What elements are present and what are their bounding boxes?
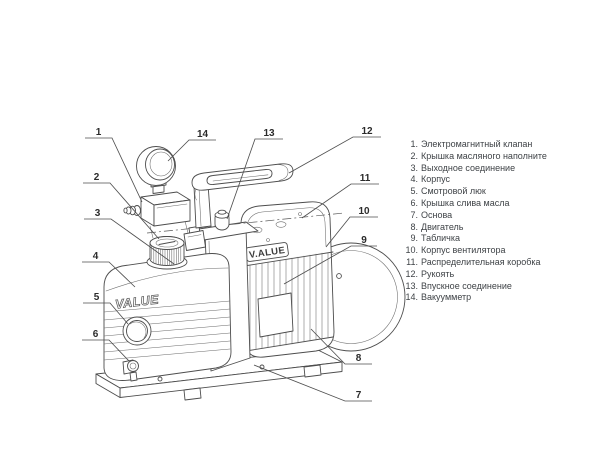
part-base <box>95 349 343 401</box>
callout-3-num: 3 <box>95 208 101 219</box>
fan-housing-bolt <box>336 273 342 279</box>
valve-barb-fitting <box>123 205 141 216</box>
callout-4-num: 4 <box>93 251 99 262</box>
part-oil-fill-cap <box>146 236 188 270</box>
part-handle <box>191 163 294 229</box>
legend-item: 1.Электромагнитный клапан <box>400 139 547 151</box>
legend-item-label: Вакуумметр <box>421 292 472 303</box>
legend-item-label: Рукоять <box>421 268 455 279</box>
legend-item-label: Электромагнитный клапан <box>421 139 533 149</box>
part-motor: V.ALUE <box>240 201 342 358</box>
callout-1: 1 <box>85 127 143 203</box>
callout-2-num: 2 <box>94 172 100 183</box>
callout-12-num: 12 <box>361 126 373 137</box>
legend-item: 13.Впускное соединение <box>400 281 547 293</box>
legend-item: 11.Распределительная коробка <box>400 257 547 269</box>
legend-item: 10.Корпус вентилятора <box>400 245 547 257</box>
callout-14: 14 <box>167 129 216 162</box>
part-outlet-connection <box>183 225 206 251</box>
legend-item-label: Корпус <box>421 174 451 185</box>
legend-item-label: Смотровой люк <box>421 186 486 197</box>
legend-item-num: 7. <box>410 209 418 220</box>
legend-item-label: Выходное соединение <box>421 162 516 173</box>
legend-item: 2.Крышка масляного наполните <box>400 150 547 163</box>
base-foot <box>183 387 202 401</box>
part-oil-drain-cap <box>122 359 139 382</box>
motor-logo-text: V.ALUE <box>248 245 286 261</box>
legend-item: 7.Основа <box>400 210 547 222</box>
legend-item: 14.Вакуумметр <box>400 292 547 304</box>
callout-8-num: 8 <box>356 353 362 364</box>
legend-item-num: 11. <box>406 256 418 267</box>
legend-item-label: Табличка <box>421 233 460 244</box>
legend-item-num: 8. <box>410 221 418 232</box>
callout-6: 6 <box>82 329 130 362</box>
legend-item: 3.Выходное соединение <box>400 163 547 175</box>
legend-item-label: Впускное соединение <box>421 280 512 291</box>
legend-item: 4.Корпус <box>400 174 547 186</box>
legend-item-num: 2. <box>410 150 418 161</box>
callout-9: 9 <box>283 235 377 285</box>
legend-item-label: Крышка слива масла <box>421 197 510 208</box>
part-sight-glass <box>122 316 152 346</box>
part-inlet-connection <box>214 209 230 231</box>
motor-brand-badge: V.ALUE <box>245 242 289 262</box>
legend-item: 5.Смотровой люк <box>400 186 547 198</box>
legend-item-num: 12. <box>405 268 418 279</box>
callout-9-num: 9 <box>361 235 367 246</box>
part-nameplate <box>257 292 294 338</box>
callout-13: 13 <box>226 128 283 220</box>
legend-item-num: 10. <box>405 245 418 256</box>
legend-item-num: 13. <box>405 280 418 291</box>
legend-item-num: 14. <box>405 292 418 303</box>
housing-brand-logo: VALUE <box>114 292 160 312</box>
legend-item: 12.Рукоять <box>400 269 547 281</box>
callouts: 1 2 3 4 5 6 7 <box>82 126 381 402</box>
callout-11-num: 11 <box>360 173 371 184</box>
legend-item: 9.Табличка <box>400 233 547 245</box>
legend-item-num: 6. <box>410 197 418 208</box>
callout-8: 8 <box>310 328 372 365</box>
callout-5: 5 <box>83 292 129 325</box>
legend-item-label: Распределительная коробка <box>421 256 541 267</box>
callout-13-num: 13 <box>263 128 275 139</box>
callout-10-num: 10 <box>358 206 370 217</box>
legend-item-num: 1. <box>410 139 418 149</box>
part-housing: VALUE <box>103 253 232 382</box>
legend-item-label: Двигатель <box>421 221 464 232</box>
callout-14-num: 14 <box>197 129 209 140</box>
callout-12: 12 <box>288 126 381 174</box>
housing-logo-text: VALUE <box>114 292 159 311</box>
legend-item-num: 5. <box>410 186 418 197</box>
part-vacuum-gauge <box>136 146 176 186</box>
parts-legend: 1.Электромагнитный клапан 2.Крышка масля… <box>400 139 547 304</box>
callout-5-num: 5 <box>94 292 100 303</box>
legend-item: 8.Двигатель <box>400 222 547 234</box>
base-foot <box>303 364 322 378</box>
callout-6-num: 6 <box>93 329 99 340</box>
callout-3: 3 <box>84 208 175 265</box>
legend-item-label: Основа <box>421 209 453 220</box>
callout-1-num: 1 <box>96 127 102 138</box>
legend-item: 6.Крышка слива масла <box>400 198 547 210</box>
legend-item-num: 4. <box>410 174 418 185</box>
centerline <box>146 212 345 234</box>
legend-item-label: Крышка масляного наполните <box>421 150 547 161</box>
legend-item-label: Корпус вентилятора <box>421 245 506 256</box>
callout-7: 7 <box>253 364 372 402</box>
callout-11: 11 <box>301 173 379 219</box>
legend-item-num: 3. <box>410 162 418 173</box>
legend-item-num: 9. <box>410 233 418 244</box>
callout-7-num: 7 <box>356 390 362 401</box>
callout-2: 2 <box>83 172 160 240</box>
callout-4: 4 <box>82 251 136 288</box>
part-solenoid-valve <box>123 146 191 239</box>
callout-10: 10 <box>325 206 378 248</box>
